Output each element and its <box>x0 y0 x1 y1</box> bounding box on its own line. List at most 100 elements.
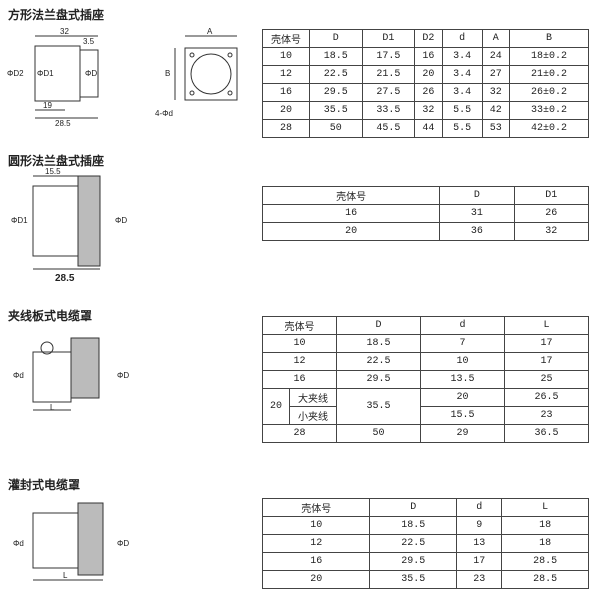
table-cell: 17 <box>504 334 589 353</box>
section-title-round-flange: 圆形法兰盘式插座 <box>8 154 105 168</box>
table-cell: 13 <box>456 534 503 553</box>
table-cell: 35.5 <box>369 570 458 589</box>
table-cell: 壳体号 <box>262 316 337 335</box>
table-cell: D <box>369 498 458 517</box>
table-cell: 29 <box>420 424 505 443</box>
table-cell: 29.5 <box>336 370 421 389</box>
table-cell: 21.5 <box>361 65 416 84</box>
table-cell: 35.5 <box>336 388 421 425</box>
table-cell: 18.5 <box>369 516 458 535</box>
dim-l: L <box>63 571 68 580</box>
clamp-cable-cover-drawing: Φd ΦD L <box>13 337 129 412</box>
table-cell: 5.5 <box>441 101 483 120</box>
table-cell: 18.5 <box>336 334 421 353</box>
dim-phi-d: ΦD <box>85 69 97 78</box>
table-cell: 10 <box>262 334 337 353</box>
table-cell: 12 <box>262 352 337 371</box>
table-cell: 壳体号 <box>261 186 441 205</box>
table-cell: 13.5 <box>420 370 505 389</box>
dim-b: B <box>165 69 170 78</box>
table-cell: 53 <box>481 119 511 138</box>
table-cell: 28 <box>262 424 337 443</box>
table-cell: 5.5 <box>441 119 483 138</box>
table-cell: 17 <box>456 552 503 571</box>
table-cell: D2 <box>414 29 443 48</box>
table-cell: d <box>441 29 483 48</box>
table-cell: 20 <box>261 222 441 241</box>
table-cell: 26 <box>513 204 590 223</box>
section-title-clamp-cable-cover: 夹线板式电缆罩 <box>8 309 93 323</box>
table-cell: 17.5 <box>361 47 416 66</box>
table-cell: 20 <box>414 65 443 84</box>
table-cell: 29.5 <box>309 83 363 102</box>
table-cell: 42 <box>481 101 511 120</box>
table-cell: 22.5 <box>369 534 458 553</box>
table-cell: 42±0.2 <box>509 119 589 138</box>
dim-3-5: 3.5 <box>83 37 95 46</box>
table-cell: A <box>481 29 511 48</box>
dim-phi-d: ΦD <box>117 539 129 548</box>
table-cell: 20 <box>261 570 371 589</box>
table-cell: 12 <box>262 65 310 84</box>
table-cell: B <box>509 29 589 48</box>
table-cell: 25 <box>504 370 589 389</box>
square-flange-drawing: 32 3.5 ΦD2 ΦD1 ΦD 19 28.5 A B 4-Φd <box>7 28 238 128</box>
dim-28-5: 28.5 <box>55 273 75 284</box>
table-cell: 15.5 <box>420 406 505 425</box>
table-cell: 18.5 <box>309 47 363 66</box>
table-cell: 28.5 <box>501 552 589 571</box>
table-cell: 26.5 <box>504 388 589 407</box>
table-cell: 50 <box>309 119 363 138</box>
table-cell: 7 <box>420 334 505 353</box>
table-cell: 24 <box>481 47 511 66</box>
table-cell: 45.5 <box>361 119 416 138</box>
table-cell: 20 <box>262 388 290 425</box>
table-cell: 27 <box>481 65 511 84</box>
table-cell: 22.5 <box>309 65 363 84</box>
table-cell: 28.5 <box>501 570 589 589</box>
table-cell: 16 <box>261 204 441 223</box>
dim-phi-d-small: Φd <box>13 371 24 380</box>
table-cell: L <box>504 316 589 335</box>
table-cell: 44 <box>414 119 443 138</box>
table-cell: D1 <box>361 29 416 48</box>
table-cell: D1 <box>513 186 590 205</box>
dim-phi-d-small: Φd <box>13 539 24 548</box>
table-cell: 36.5 <box>504 424 589 443</box>
dim-4-phi-d: 4-Φd <box>155 109 173 118</box>
table-cell: 21±0.2 <box>509 65 589 84</box>
table-cell: 20 <box>262 101 310 120</box>
dim-28-5: 28.5 <box>55 119 71 128</box>
dim-a: A <box>207 28 213 36</box>
table-cell: 32 <box>481 83 511 102</box>
table-cell: 20 <box>420 388 505 407</box>
table-cell: L <box>501 498 589 517</box>
table-cell: 18±0.2 <box>509 47 589 66</box>
table-cell: D <box>309 29 363 48</box>
table-cell: 16 <box>261 552 371 571</box>
section-title-square-flange: 方形法兰盘式插座 <box>8 8 105 22</box>
dim-phi-d: ΦD <box>117 371 129 380</box>
dim-19: 19 <box>43 101 52 110</box>
table-cell: 3.4 <box>441 47 483 66</box>
table-cell: 3.4 <box>441 65 483 84</box>
